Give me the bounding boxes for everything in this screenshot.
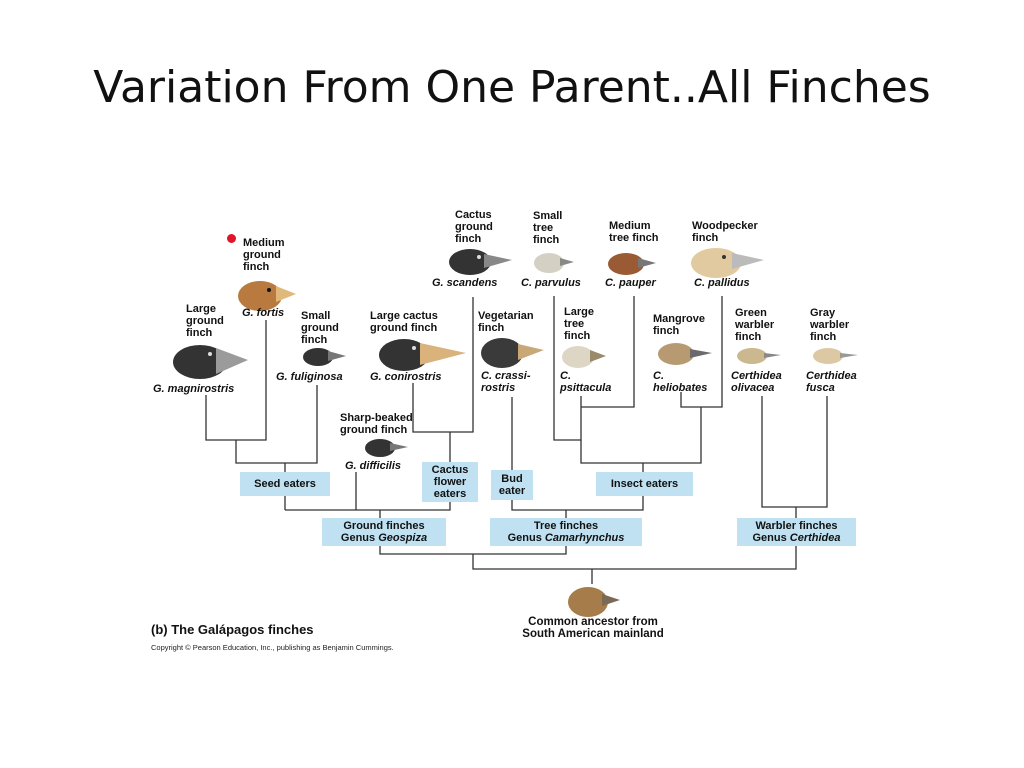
branch-warbler xyxy=(761,396,828,508)
medium-tree-finch-icon xyxy=(608,253,656,275)
cactus-ground-finch-label: Cactus ground finch xyxy=(455,209,493,245)
sharp-beaked-ground-finch-species: G. difficilis xyxy=(345,460,402,472)
small-tree-finch-label: Small tree finch xyxy=(533,210,563,246)
group-tree-genus: Genus Camarhynchus xyxy=(507,532,625,544)
gray-warbler-finch-label: Gray warbler finch xyxy=(810,307,850,343)
large-cactus-ground-finch-icon xyxy=(379,339,466,371)
medium-ground-finch-label: Medium ground finch xyxy=(243,237,285,273)
group-warbler-genus: Genus Certhidea xyxy=(752,532,841,544)
medium-ground-finch-species: G. fortis xyxy=(242,307,285,319)
group-tree-finches-box: Tree finches Genus Camarhynchus xyxy=(490,518,642,546)
branch-camarhynchus xyxy=(511,498,644,511)
vegetarian-finch-label: Vegetarian finch xyxy=(478,310,534,334)
common-ancestor-finch-icon xyxy=(568,587,620,617)
highlight-dot xyxy=(227,234,236,243)
large-ground-finch-icon xyxy=(173,345,248,379)
gray-warbler-finch-icon xyxy=(813,348,858,364)
copyright-notice: Copyright © Pearson Education, Inc., pub… xyxy=(151,643,394,652)
branch-medium-tree xyxy=(581,296,635,408)
branch-ground-tree xyxy=(379,546,567,555)
mangrove-finch-icon xyxy=(658,343,712,365)
branch-large-cactus xyxy=(412,297,474,433)
diet-insect-eaters-box: Insect eaters xyxy=(596,472,693,496)
green-warbler-finch-label: Green warbler finch xyxy=(735,307,775,343)
sharp-beaked-ground-finch-label: Sharp-beaked ground finch xyxy=(340,412,413,436)
group-warbler-finches-box: Warbler finches Genus Certhidea xyxy=(737,518,856,546)
common-ancestor-label: Common ancestor from South American main… xyxy=(522,616,664,640)
small-ground-finch-label: Small ground finch xyxy=(301,310,339,346)
large-tree-finch-icon xyxy=(562,346,606,368)
woodpecker-finch-icon xyxy=(691,248,764,278)
large-cactus-ground-finch-label: Large cactus ground finch xyxy=(370,310,438,334)
small-tree-finch-species: C. parvulus xyxy=(521,277,581,289)
cactus-ground-finch-species: G. scandens xyxy=(432,277,498,289)
branch-insect xyxy=(580,407,702,464)
cactus-ground-finch-icon xyxy=(449,249,512,275)
figure-caption: (b) The Galápagos finches xyxy=(151,622,314,637)
medium-tree-finch-species: C. pauper xyxy=(605,277,656,289)
diet-bud-eater-box: Bud eater xyxy=(491,470,533,500)
diet-seed-eaters-box: Seed eaters xyxy=(240,472,330,496)
small-ground-finch-icon xyxy=(303,348,346,366)
mangrove-finch-species: C. heliobates xyxy=(653,370,708,394)
medium-tree-finch-label: Medium tree finch xyxy=(609,220,659,244)
branch-small-large-tree xyxy=(553,296,582,441)
branch-geospiza xyxy=(285,500,451,511)
slide-title: Variation From One Parent..All Finches xyxy=(93,62,931,113)
group-ground-finches-box: Ground finches Genus Geospiza xyxy=(322,518,446,546)
medium-ground-finch-icon xyxy=(238,281,296,311)
mangrove-finch-label: Mangrove finch xyxy=(653,313,705,337)
small-tree-finch-icon xyxy=(534,253,574,273)
small-ground-finch-species: G. fuliginosa xyxy=(276,371,343,383)
diet-cactus-flower-box: Cactus flower eaters xyxy=(422,462,478,502)
group-ground-title: Ground finches xyxy=(343,520,425,532)
vegetarian-finch-species: C. crassi- rostris xyxy=(481,370,531,394)
large-tree-finch-label: Large tree finch xyxy=(564,306,594,342)
large-ground-finch-species: G. magnirostris xyxy=(153,383,235,395)
large-tree-finch-species: C. psittacula xyxy=(560,370,612,394)
woodpecker-finch-label: Woodpecker finch xyxy=(692,220,758,244)
green-warbler-finch-species: Certhidea olivacea xyxy=(731,370,782,394)
woodpecker-finch-species: C. pallidus xyxy=(694,277,750,289)
branch-small-ground xyxy=(235,385,318,464)
green-warbler-finch-icon xyxy=(737,348,781,364)
large-cactus-ground-finch-species: G. conirostris xyxy=(370,371,442,383)
group-tree-title: Tree finches xyxy=(533,520,599,532)
branch-root xyxy=(472,546,797,570)
large-ground-finch-label: Large ground finch xyxy=(186,303,224,339)
gray-warbler-finch-species: Certhidea fusca xyxy=(806,370,857,394)
vegetarian-finch-icon xyxy=(481,338,544,368)
group-warbler-title: Warbler finches xyxy=(755,520,838,532)
group-ground-genus: Genus Geospiza xyxy=(340,532,428,544)
sharp-beaked-ground-finch-icon xyxy=(365,439,408,457)
